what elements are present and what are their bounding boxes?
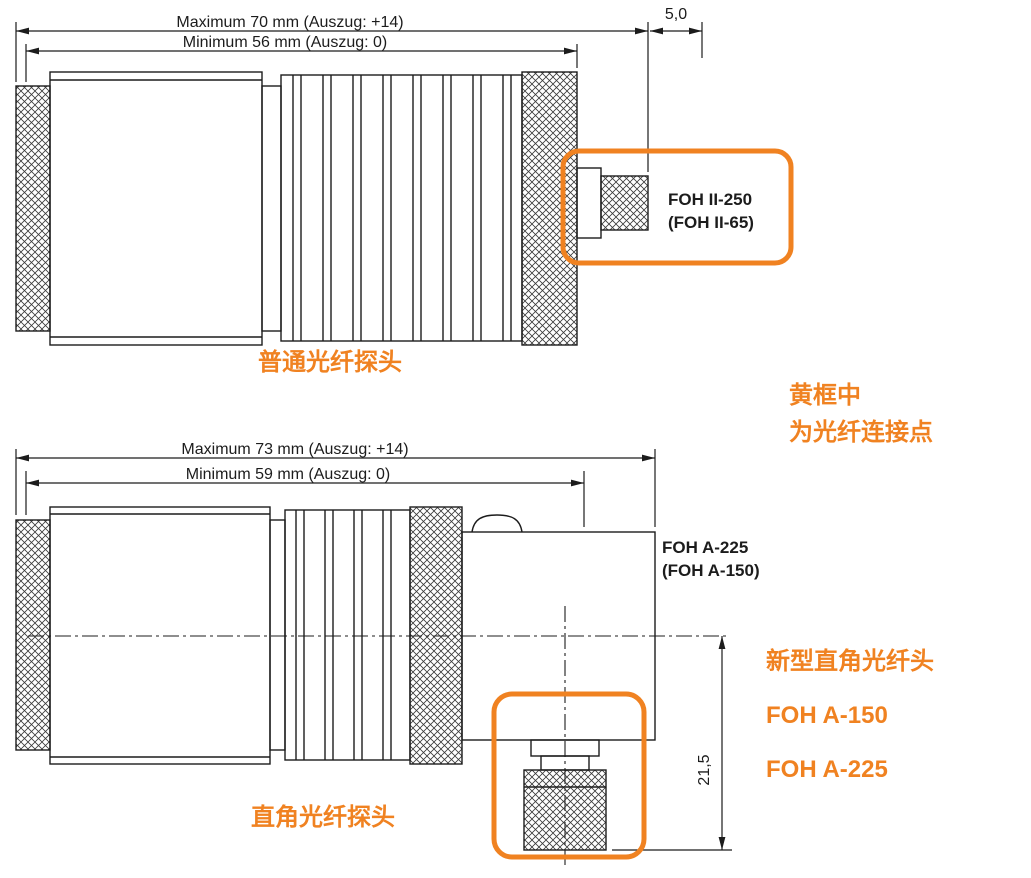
highlight-note-line1: 黄框中 [789, 382, 861, 409]
left-knurl-grip-angle [15, 519, 51, 751]
straight-tip-offset-label: 5,0 [665, 6, 687, 23]
fiber-tip [600, 175, 649, 231]
right-angle-probe-body [15, 506, 730, 866]
new-probe-model1: FOH A-150 [766, 702, 888, 729]
straight-dim-max-label: Maximum 70 mm (Auszug: +14) [176, 14, 403, 31]
new-probe-title: 新型直角光纤头 [766, 647, 934, 675]
right-angle-dimension-arrows [16, 454, 726, 850]
right-angle-dimension-lines [15, 449, 732, 851]
coupling-ring [521, 71, 578, 346]
straight-model-alt-label: (FOH II-65) [668, 213, 754, 232]
right-angle-probe-caption: 直角光纤探头 [251, 803, 395, 831]
main-barrel [49, 71, 263, 346]
straight-probe-section: Maximum 70 mm (Auszug: +14) Minimum 56 m… [15, 6, 794, 376]
straight-probe-dimension-arrows [16, 27, 702, 55]
angle-model-alt-label: (FOH A-150) [662, 561, 760, 580]
angle-dim-max-label: Maximum 73 mm (Auszug: +14) [181, 441, 408, 458]
right-angle-probe-section: Maximum 73 mm (Auszug: +14) Minimum 59 m… [15, 441, 760, 866]
exit-knurled-nut [523, 769, 607, 851]
strain-relief [280, 74, 523, 342]
strain-relief-grooves [292, 75, 512, 341]
straight-model-label: FOH II-250 [668, 190, 752, 209]
straight-probe-caption: 普通光纤探头 [258, 348, 402, 376]
highlight-note-line2: 为光纤连接点 [789, 418, 933, 446]
collar-angle [269, 519, 286, 751]
fiber-connection-highlight-box-straight [560, 148, 794, 266]
block-top-cap [471, 514, 523, 533]
fiber-connection-highlight-box-angle [491, 691, 647, 860]
ferrule-barrel [576, 167, 602, 239]
side-notes: 黄框中 为光纤连接点 新型直角光纤头 FOH A-150 FOH A-225 [766, 382, 934, 783]
angle-model-label: FOH A-225 [662, 538, 748, 557]
straight-dim-min-label: Minimum 56 mm (Auszug: 0) [183, 34, 388, 51]
new-probe-model2: FOH A-225 [766, 756, 888, 783]
left-knurl-grip [15, 85, 51, 332]
angle-dim-min-label: Minimum 59 mm (Auszug: 0) [186, 466, 391, 483]
angle-height-dim-label: 21,5 [696, 754, 713, 785]
straight-probe-body [15, 71, 649, 346]
collar [261, 85, 282, 332]
strain-relief-grooves-angle [295, 510, 392, 760]
straight-probe-dimension-lines [15, 22, 703, 172]
